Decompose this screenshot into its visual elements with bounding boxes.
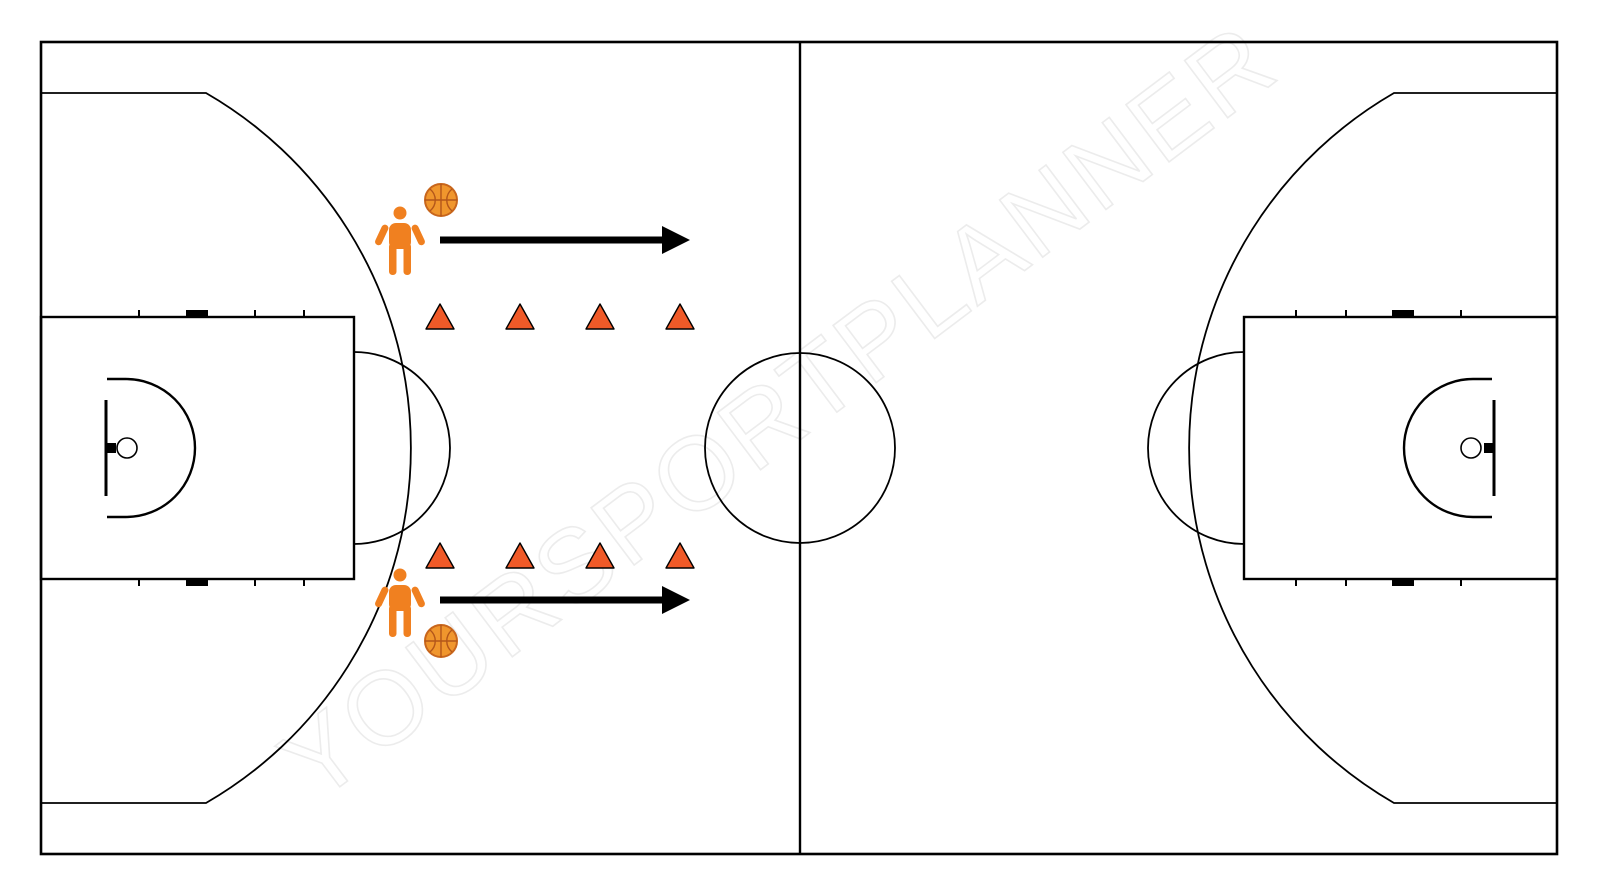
right-block-top bbox=[1392, 310, 1414, 317]
cone-icon[interactable] bbox=[505, 542, 535, 569]
arrowhead-icon bbox=[662, 586, 690, 614]
cone-icon[interactable] bbox=[425, 542, 455, 569]
cone-icon[interactable] bbox=[585, 303, 615, 330]
watermark-text: YOURSPORTPLANNER bbox=[260, 1, 1298, 823]
right-three-point-line bbox=[1188, 92, 1557, 804]
cone-icon[interactable] bbox=[665, 542, 695, 569]
left-free-throw-circle bbox=[353, 351, 451, 545]
left-basket-support bbox=[106, 443, 116, 453]
left-half-court bbox=[39, 92, 451, 804]
left-hoop bbox=[116, 437, 138, 459]
right-basket-support bbox=[1484, 443, 1494, 453]
right-lane-marks bbox=[1295, 310, 1462, 586]
cone-icon[interactable] bbox=[425, 303, 455, 330]
center-circle bbox=[704, 352, 896, 544]
cone-icon[interactable] bbox=[665, 303, 695, 330]
left-block-bottom bbox=[186, 579, 208, 586]
player-icon-bottom[interactable] bbox=[374, 568, 426, 638]
left-block-top bbox=[186, 310, 208, 317]
left-key bbox=[39, 315, 356, 581]
cone-icon[interactable] bbox=[505, 303, 535, 330]
right-free-throw-circle bbox=[1147, 351, 1245, 545]
right-no-charge-arc bbox=[1402, 377, 1492, 519]
basketball-icon-top[interactable] bbox=[424, 183, 458, 217]
right-half-court bbox=[1147, 92, 1559, 804]
right-key bbox=[1242, 315, 1559, 581]
right-block-bottom bbox=[1392, 579, 1414, 586]
movement-arrow-bottom[interactable] bbox=[440, 586, 690, 614]
left-three-point-line bbox=[41, 92, 412, 804]
right-hoop bbox=[1460, 437, 1482, 459]
cone-row-top[interactable] bbox=[425, 303, 695, 330]
cone-row-bottom[interactable] bbox=[425, 542, 695, 569]
left-no-charge-arc bbox=[107, 377, 197, 519]
movement-arrow-top[interactable] bbox=[440, 226, 690, 254]
left-lane-marks bbox=[138, 310, 305, 586]
basketball-icon-bottom[interactable] bbox=[424, 624, 458, 658]
arrowhead-icon bbox=[662, 226, 690, 254]
player-icon-top[interactable] bbox=[374, 206, 426, 276]
cone-icon[interactable] bbox=[585, 542, 615, 569]
